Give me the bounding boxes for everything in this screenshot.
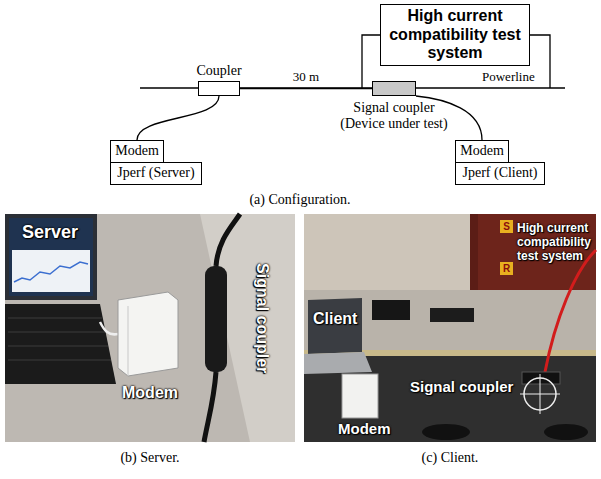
figure-caption: (a) Configuration. — [249, 192, 350, 208]
marker-r — [500, 262, 513, 275]
server-photo — [5, 214, 295, 442]
jperf-box: Jperf (Client) — [455, 162, 545, 185]
photo-label: High current compatibility test system — [517, 222, 596, 263]
signal-coupler-box: Signal coupler (Device under test) — [372, 81, 416, 96]
node-text: High current compatibility test system — [386, 7, 524, 62]
laptop-keyboard — [304, 352, 372, 374]
figure-caption: (c) Client. — [422, 450, 479, 466]
node-text: Coupler — [196, 63, 241, 79]
marker-letter: S — [503, 221, 510, 233]
floor — [5, 214, 295, 442]
fixture — [422, 424, 470, 440]
line-label: Powerline — [482, 70, 535, 85]
photo-label: Signal coupler — [410, 378, 513, 395]
marker-letter: R — [503, 263, 510, 275]
device — [372, 300, 410, 320]
node-text: Jperf (Client) — [462, 165, 537, 181]
keys — [8, 318, 111, 360]
modem-box: Modem — [110, 140, 164, 163]
marker-s — [500, 220, 513, 233]
crosshair — [540, 374, 541, 414]
node-text: Modem — [460, 143, 504, 159]
connector — [137, 96, 219, 140]
key-row — [8, 318, 102, 319]
keyboard — [5, 304, 116, 384]
modem-body — [118, 292, 178, 376]
coupler-cable — [216, 214, 240, 266]
screen-window — [9, 218, 93, 296]
modem-body — [342, 374, 378, 418]
photo-label: Modem — [338, 420, 391, 437]
wall — [200, 214, 295, 442]
coupler-cable — [204, 372, 216, 442]
key-row — [8, 360, 111, 361]
red-wire — [545, 250, 596, 372]
modem-edge — [128, 306, 129, 376]
key-row — [8, 346, 108, 347]
jperf-box: Jperf (Server) — [110, 162, 202, 185]
key-row — [8, 332, 105, 333]
photo-label: Signal coupler — [253, 263, 271, 373]
screen-chart — [12, 250, 90, 292]
modem-cable — [100, 322, 118, 334]
edge-label: 30 m — [291, 70, 321, 85]
test-system-box: High current compatibility test system — [380, 4, 530, 66]
client-photo — [304, 214, 596, 442]
chart-line — [14, 262, 88, 282]
coupler-box: Coupler — [198, 81, 240, 96]
node-text: Signal coupler (Device under test) — [332, 100, 456, 132]
node-text: Jperf (Server) — [117, 165, 194, 181]
fixture — [544, 424, 588, 440]
laptop-screen — [308, 298, 362, 354]
modem-box: Modem — [455, 140, 509, 163]
test-table — [304, 350, 596, 442]
laptop-screen — [5, 214, 97, 300]
node-text: Modem — [115, 143, 159, 159]
figure-caption: (b) Server. — [120, 450, 179, 466]
signal-coupler-body — [205, 266, 227, 372]
photo-label: Modem — [122, 384, 178, 402]
device — [430, 308, 474, 322]
wall — [304, 214, 596, 442]
connector — [240, 88, 372, 89]
photo-label: Client — [313, 310, 357, 328]
photo-label: Server — [22, 222, 78, 243]
